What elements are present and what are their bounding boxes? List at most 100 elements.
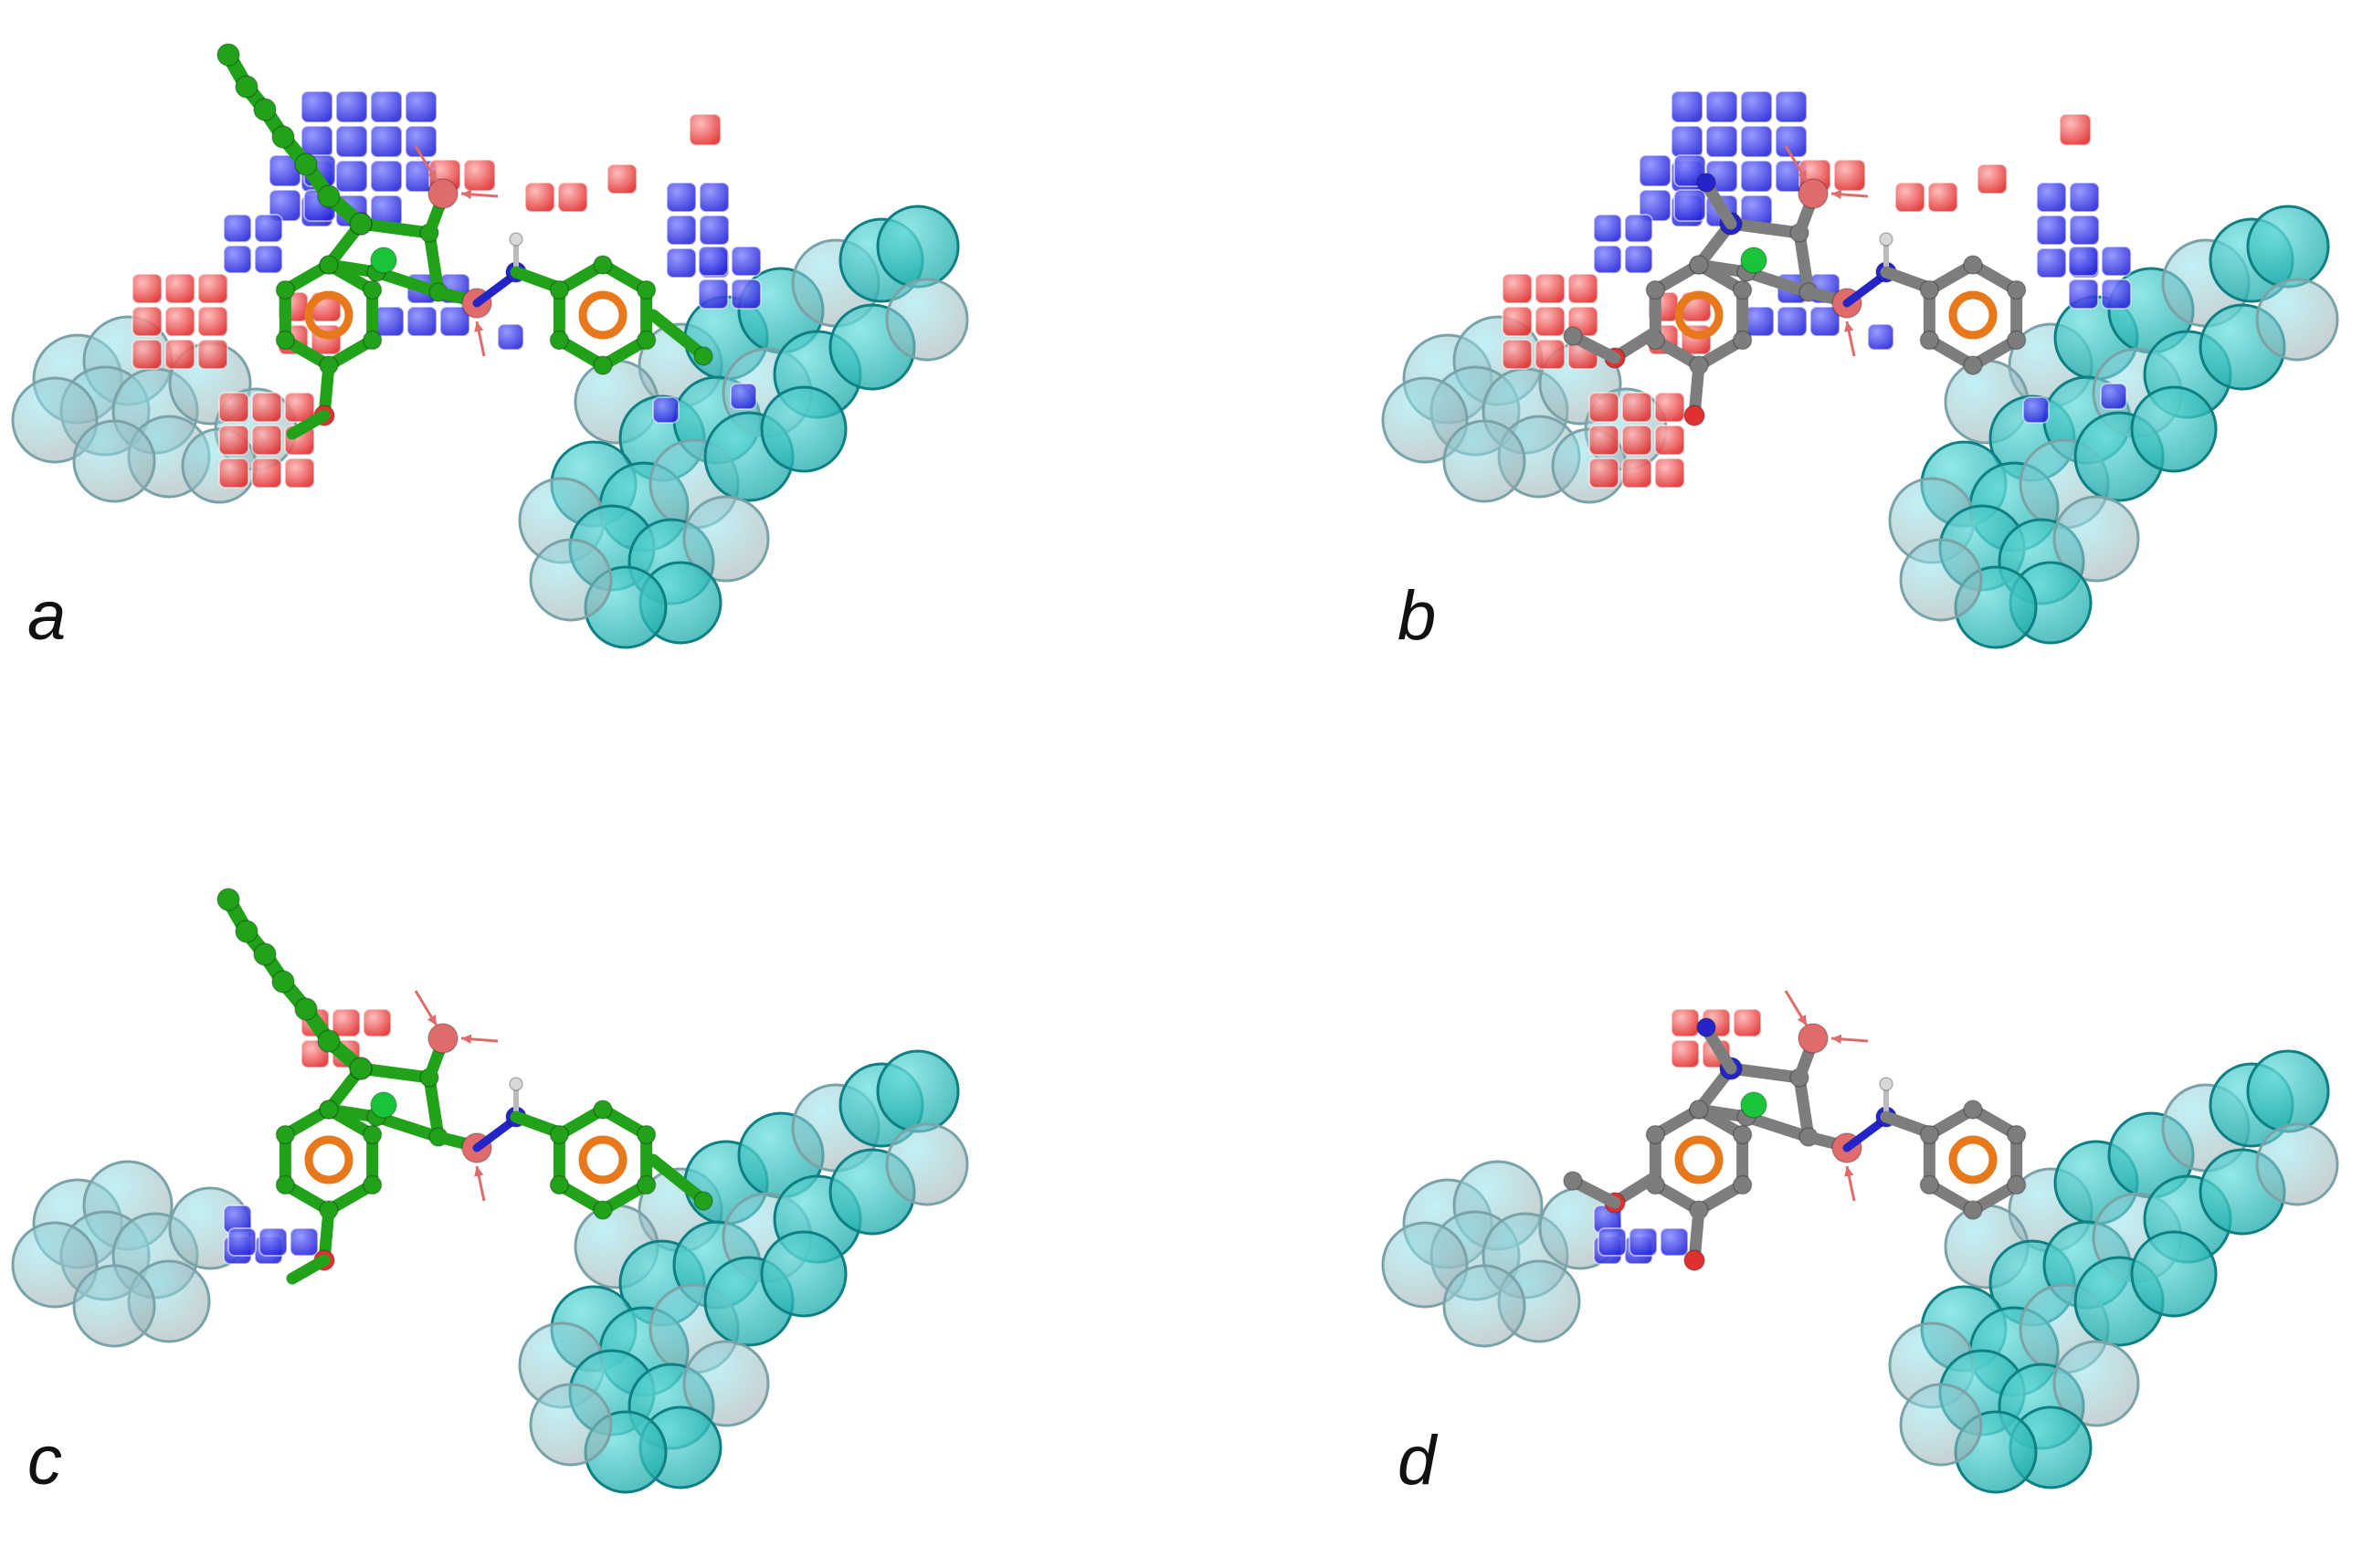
electropositive-field-cube (1654, 392, 1685, 423)
atom (362, 279, 383, 300)
electropositive-field-cube (1535, 273, 1566, 304)
ring-centroid-icon (304, 1135, 353, 1184)
atom (1963, 355, 1983, 375)
electronegative-field-cube (666, 247, 697, 279)
bond (1569, 1176, 1621, 1209)
electronegative-field-cube (1660, 1227, 1689, 1257)
atom (1696, 173, 1716, 193)
steric-field-sphere (2246, 1049, 2330, 1133)
electropositive-field-cube (1621, 425, 1652, 456)
atom (317, 184, 341, 208)
electropositive-field-cube (197, 306, 228, 337)
electronegative-field-cube (2069, 182, 2100, 213)
electronegative-field-cube (1639, 154, 1672, 187)
atom (1689, 255, 1709, 275)
electronegative-field-cube (1673, 154, 1706, 187)
electronegative-field-cube (652, 396, 680, 424)
bond (1793, 226, 1815, 299)
electropositive-field-cube (2059, 113, 2092, 146)
hbond-arrowhead (461, 189, 472, 200)
panel-b: b (1381, 90, 2339, 655)
atom (275, 1174, 296, 1195)
electropositive-field-cube (332, 1008, 361, 1037)
hbond-arrowhead (474, 1166, 484, 1177)
electropositive-field-cube (164, 306, 195, 337)
electronegative-field-cube (1775, 125, 1808, 158)
electropositive-field-cube (218, 392, 249, 423)
bond (1793, 1071, 1815, 1143)
electropositive-field-cube (1671, 1039, 1700, 1068)
ring-centroid-icon (1948, 1135, 1998, 1184)
electropositive-field-cube (218, 425, 249, 456)
atom (1963, 255, 1983, 275)
electropositive-field-cube (218, 458, 249, 489)
atom (294, 997, 318, 1021)
steric-field-sphere (1381, 1221, 1469, 1309)
steric-field-sphere (2130, 1230, 2218, 1318)
bond (1740, 266, 1815, 299)
atom (1732, 1174, 1753, 1195)
atom (593, 355, 613, 375)
steric-field-sphere (1381, 376, 1469, 464)
electronegative-field-cube (405, 125, 438, 158)
steric-field-sphere (760, 385, 848, 473)
electropositive-field-cube (132, 273, 163, 304)
hbond-arrowhead (1831, 189, 1842, 200)
electronegative-field-cube (258, 1227, 288, 1257)
electronegative-field-cube (730, 383, 757, 410)
electronegative-field-cube (1777, 306, 1808, 337)
atom (1963, 1200, 1983, 1220)
electronegative-field-cube (335, 160, 368, 193)
electronegative-field-cube (335, 90, 368, 123)
electropositive-field-cube (1502, 306, 1533, 337)
atom (271, 970, 295, 994)
electronegative-field-cube (731, 279, 762, 310)
electronegative-field-cube (1593, 245, 1622, 274)
electropositive-field-cube (363, 1008, 392, 1037)
panel-d: d (1381, 990, 2339, 1500)
center-point-atom (1740, 247, 1767, 274)
electropositive-field-cube (251, 458, 282, 489)
bond (370, 266, 445, 299)
electropositive-field-cube (1833, 159, 1866, 192)
electronegative-field-cube (699, 182, 730, 213)
electronegative-field-cube (301, 125, 333, 158)
bond (423, 226, 445, 299)
electronegative-field-cube (1624, 245, 1653, 274)
electronegative-field-cube (370, 160, 403, 193)
electronegative-field-cube (699, 215, 730, 246)
atom (253, 98, 277, 121)
atom (1732, 1124, 1753, 1145)
atom (275, 330, 296, 351)
electronegative-field-cube (1671, 90, 1703, 123)
electropositive-field-cube (1502, 273, 1533, 304)
electronegative-field-cube (370, 125, 403, 158)
electronegative-field-cube (1740, 160, 1773, 193)
hydrogen-atom (509, 232, 523, 247)
electropositive-field-cube (1588, 425, 1619, 456)
atom (362, 1174, 383, 1195)
bond (1569, 331, 1621, 364)
bond (1702, 1026, 1737, 1075)
atom (549, 1124, 570, 1145)
electronegative-field-cube (1740, 90, 1773, 123)
electropositive-field-cube (1733, 1008, 1762, 1037)
hbond-arrowhead (1844, 1166, 1854, 1177)
electronegative-field-cube (1705, 90, 1738, 123)
electropositive-field-cube (132, 339, 163, 370)
electronegative-field-cube (1867, 323, 1894, 351)
atom (294, 153, 318, 176)
atom (1696, 1017, 1716, 1037)
ring-centroid-icon (1674, 1135, 1724, 1184)
electronegative-field-cube (254, 214, 283, 243)
hbond-arrowhead (427, 1015, 437, 1026)
atom (549, 279, 570, 300)
electropositive-field-cube (284, 392, 315, 423)
electronegative-field-cube (1744, 306, 1775, 337)
steric-field-sphere (682, 495, 770, 583)
ring-centroid-icon (1674, 290, 1724, 340)
electropositive-field-cube (251, 425, 282, 456)
electronegative-field-cube (1673, 189, 1706, 222)
electronegative-field-cube (269, 189, 301, 222)
